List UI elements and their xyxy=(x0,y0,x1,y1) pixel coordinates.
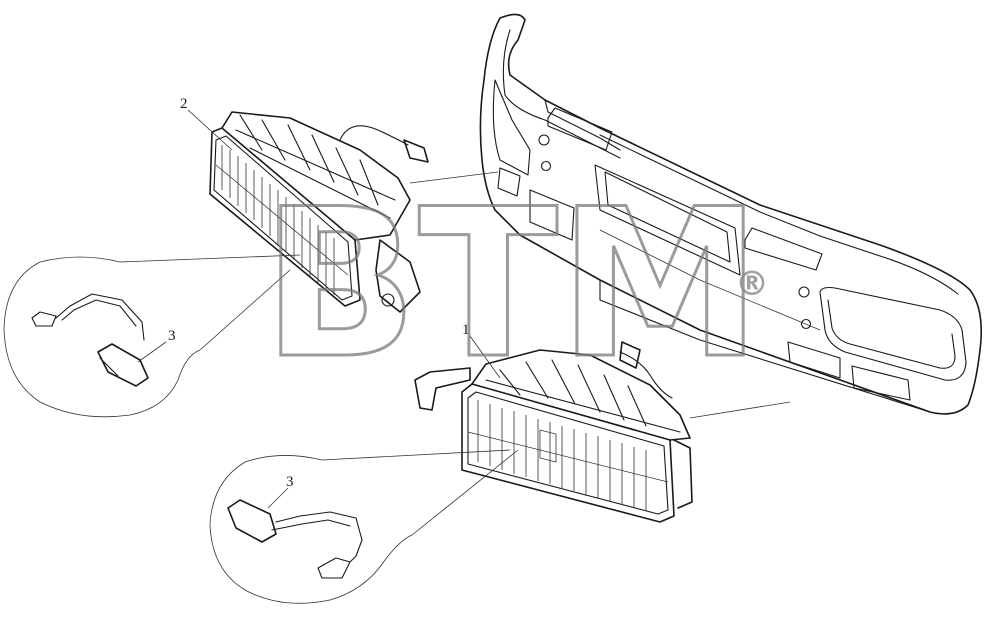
fog-lamp-lower xyxy=(414,341,791,523)
front-bumper xyxy=(479,13,983,415)
bulb-detail-upper xyxy=(3,254,301,418)
registered-mark: ® xyxy=(735,264,769,304)
callout-number: 3 xyxy=(168,328,176,344)
callout-lamp-upper: 2 xyxy=(180,96,233,151)
callout-number: 3 xyxy=(286,474,294,490)
fog-lamp-upper xyxy=(209,111,499,313)
callout-bulb-upper: 3 xyxy=(137,328,176,363)
lens-grille-lower xyxy=(467,400,669,511)
lens-grille-upper xyxy=(215,145,349,295)
callout-lamp-lower: 1 xyxy=(462,322,501,379)
callout-number: 1 xyxy=(462,322,470,338)
callout-bulb-lower: 3 xyxy=(267,474,294,509)
callout-number: 2 xyxy=(180,96,188,112)
bulb-detail-lower xyxy=(209,449,519,604)
watermark: BTM ® xyxy=(261,165,770,406)
watermark-text: BTM xyxy=(262,166,762,404)
